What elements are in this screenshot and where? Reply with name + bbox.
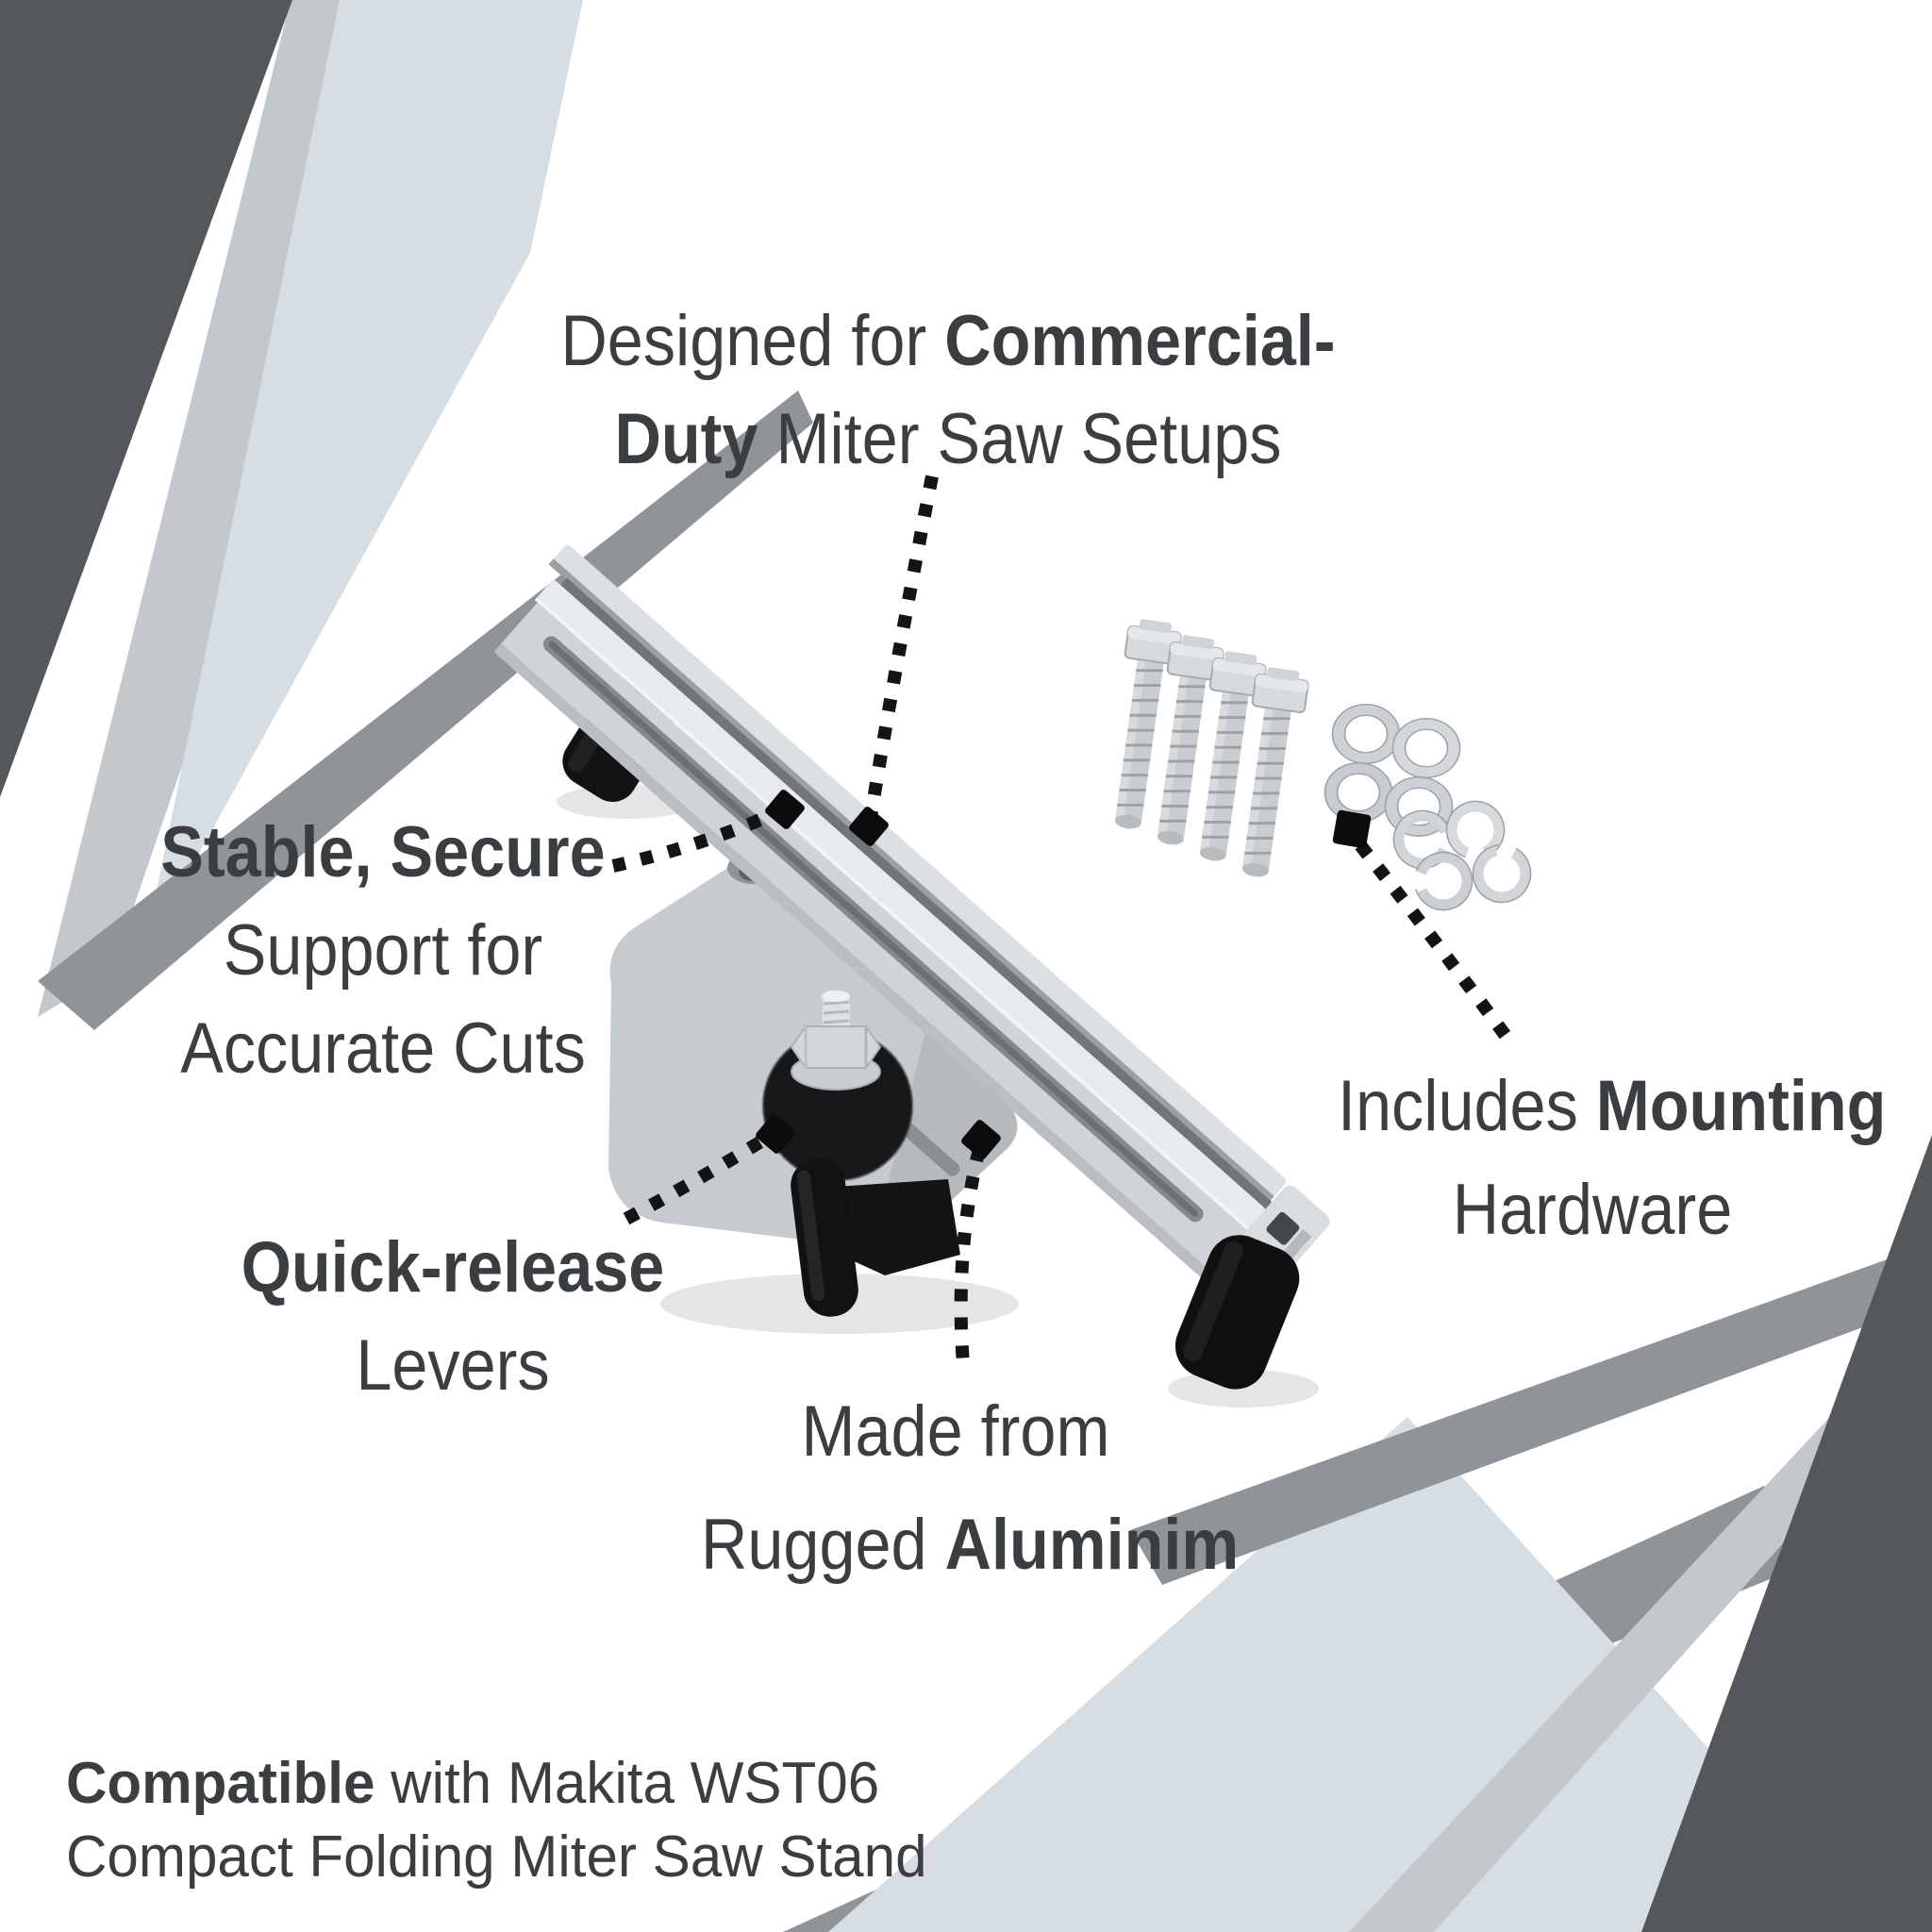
lock-washers-icon	[1392, 800, 1532, 911]
callout-stable-support: Stable, Secure Support for Accurate Cuts	[128, 804, 638, 1098]
callout-made-line1: Made from	[801, 1391, 1110, 1472]
callout-quick-release: Quick-release Levers	[198, 1219, 708, 1415]
leader-line-stable	[611, 807, 778, 873]
callout-stable-line2: Support for	[223, 910, 543, 991]
callout-includes-line1: Includes Mounting	[1338, 1066, 1887, 1146]
diamond-markers	[756, 790, 1372, 1159]
leader-line-top	[864, 475, 939, 819]
callout-top-line2: Duty Miter Saw Setups	[614, 399, 1282, 479]
compatibility-note: Compatible with Makita WST06 Compact Fol…	[66, 1747, 927, 1894]
corner-decoration-top-left	[0, 0, 813, 1030]
hex-bolts-icon	[1114, 619, 1309, 877]
leader-lines	[611, 475, 1517, 1365]
callout-mounting-hardware: Includes Mounting Hardware	[1338, 1055, 1887, 1262]
aluminum-rail	[493, 544, 1330, 1317]
callout-top-line1: Designed for Commercial-	[560, 301, 1336, 381]
leader-line-includes	[1355, 841, 1517, 1048]
compatibility-note-line1: Compatible with Makita WST06	[66, 1751, 880, 1816]
callout-quick-line1: Quick-release	[241, 1227, 665, 1307]
callout-quick-line2: Levers	[356, 1325, 550, 1406]
callout-includes-line2: Hardware	[1452, 1170, 1733, 1250]
callout-rugged-aluminum: Made from Rugged Aluminim	[701, 1375, 1240, 1602]
callout-stable-line3: Accurate Cuts	[180, 1008, 586, 1089]
callout-commercial-duty: Designed for Commercial- Duty Miter Saw …	[524, 292, 1373, 489]
callout-made-line2: Rugged Aluminim	[701, 1505, 1240, 1585]
compatibility-note-line2: Compact Folding Miter Saw Stand	[66, 1824, 927, 1890]
hex-nut-and-stud-icon	[790, 991, 882, 1091]
callout-stable-line1: Stable, Secure	[160, 812, 606, 892]
corner-decoration-bottom-right	[783, 1135, 1932, 1932]
rubber-foot-right-icon	[1174, 1235, 1300, 1390]
